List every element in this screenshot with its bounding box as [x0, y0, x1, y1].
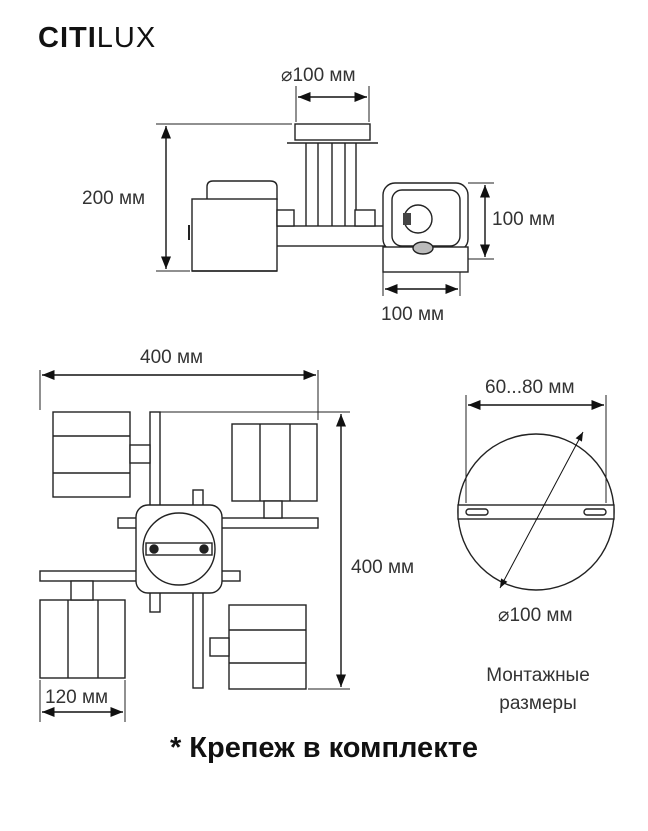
brand-logo-part1: CITI [38, 22, 97, 54]
horizontal-arm [274, 225, 389, 247]
label-overall-depth: 400 мм [351, 557, 415, 578]
dim-mount-range [465, 395, 607, 503]
shade-bottom-left [39, 580, 126, 679]
shade-top-left [52, 411, 151, 498]
label-shade-height: 100 мм [492, 209, 556, 230]
dim-mount-diameter-line [499, 431, 584, 589]
shade-top-right [231, 423, 318, 519]
fasteners-note: * Крепеж в комплекте [169, 732, 479, 764]
dim-shade-bottom-width [39, 680, 126, 722]
brand-logo: CITILUX [38, 22, 156, 55]
ceiling-canopy [294, 123, 371, 141]
side-view [156, 86, 494, 296]
dim-overall-depth [160, 411, 350, 690]
support-rods [305, 143, 357, 226]
label-mount-range: 60...80 мм [485, 377, 575, 398]
left-socket [276, 209, 295, 227]
mount-bracket [457, 504, 615, 520]
dim-top-diameter [295, 86, 370, 122]
shade-bottom-right [209, 604, 307, 690]
dim-height [156, 123, 292, 272]
center-bar [145, 542, 213, 556]
right-socket [354, 209, 376, 227]
label-overall-width: 400 мм [140, 347, 204, 368]
dim-shade-width [382, 272, 461, 296]
mount-caption: Монтажные размеры [448, 662, 628, 718]
mounting-plate [457, 395, 615, 591]
label-mount-diameter: ⌀100 мм [498, 605, 573, 626]
label-top-diameter: ⌀100 мм [281, 65, 356, 86]
mount-caption-line1: Монтажные [486, 665, 590, 686]
dim-shade-height [468, 182, 494, 260]
brand-logo-part2: LUX [96, 22, 157, 54]
left-shade-handle [206, 180, 278, 200]
mount-caption-line2: размеры [499, 693, 577, 714]
label-height: 200 мм [82, 188, 146, 209]
label-shade-bottom-width: 120 мм [45, 687, 109, 708]
label-shade-width: 100 мм [381, 304, 445, 325]
left-shade [191, 198, 278, 272]
top-view [39, 369, 350, 722]
